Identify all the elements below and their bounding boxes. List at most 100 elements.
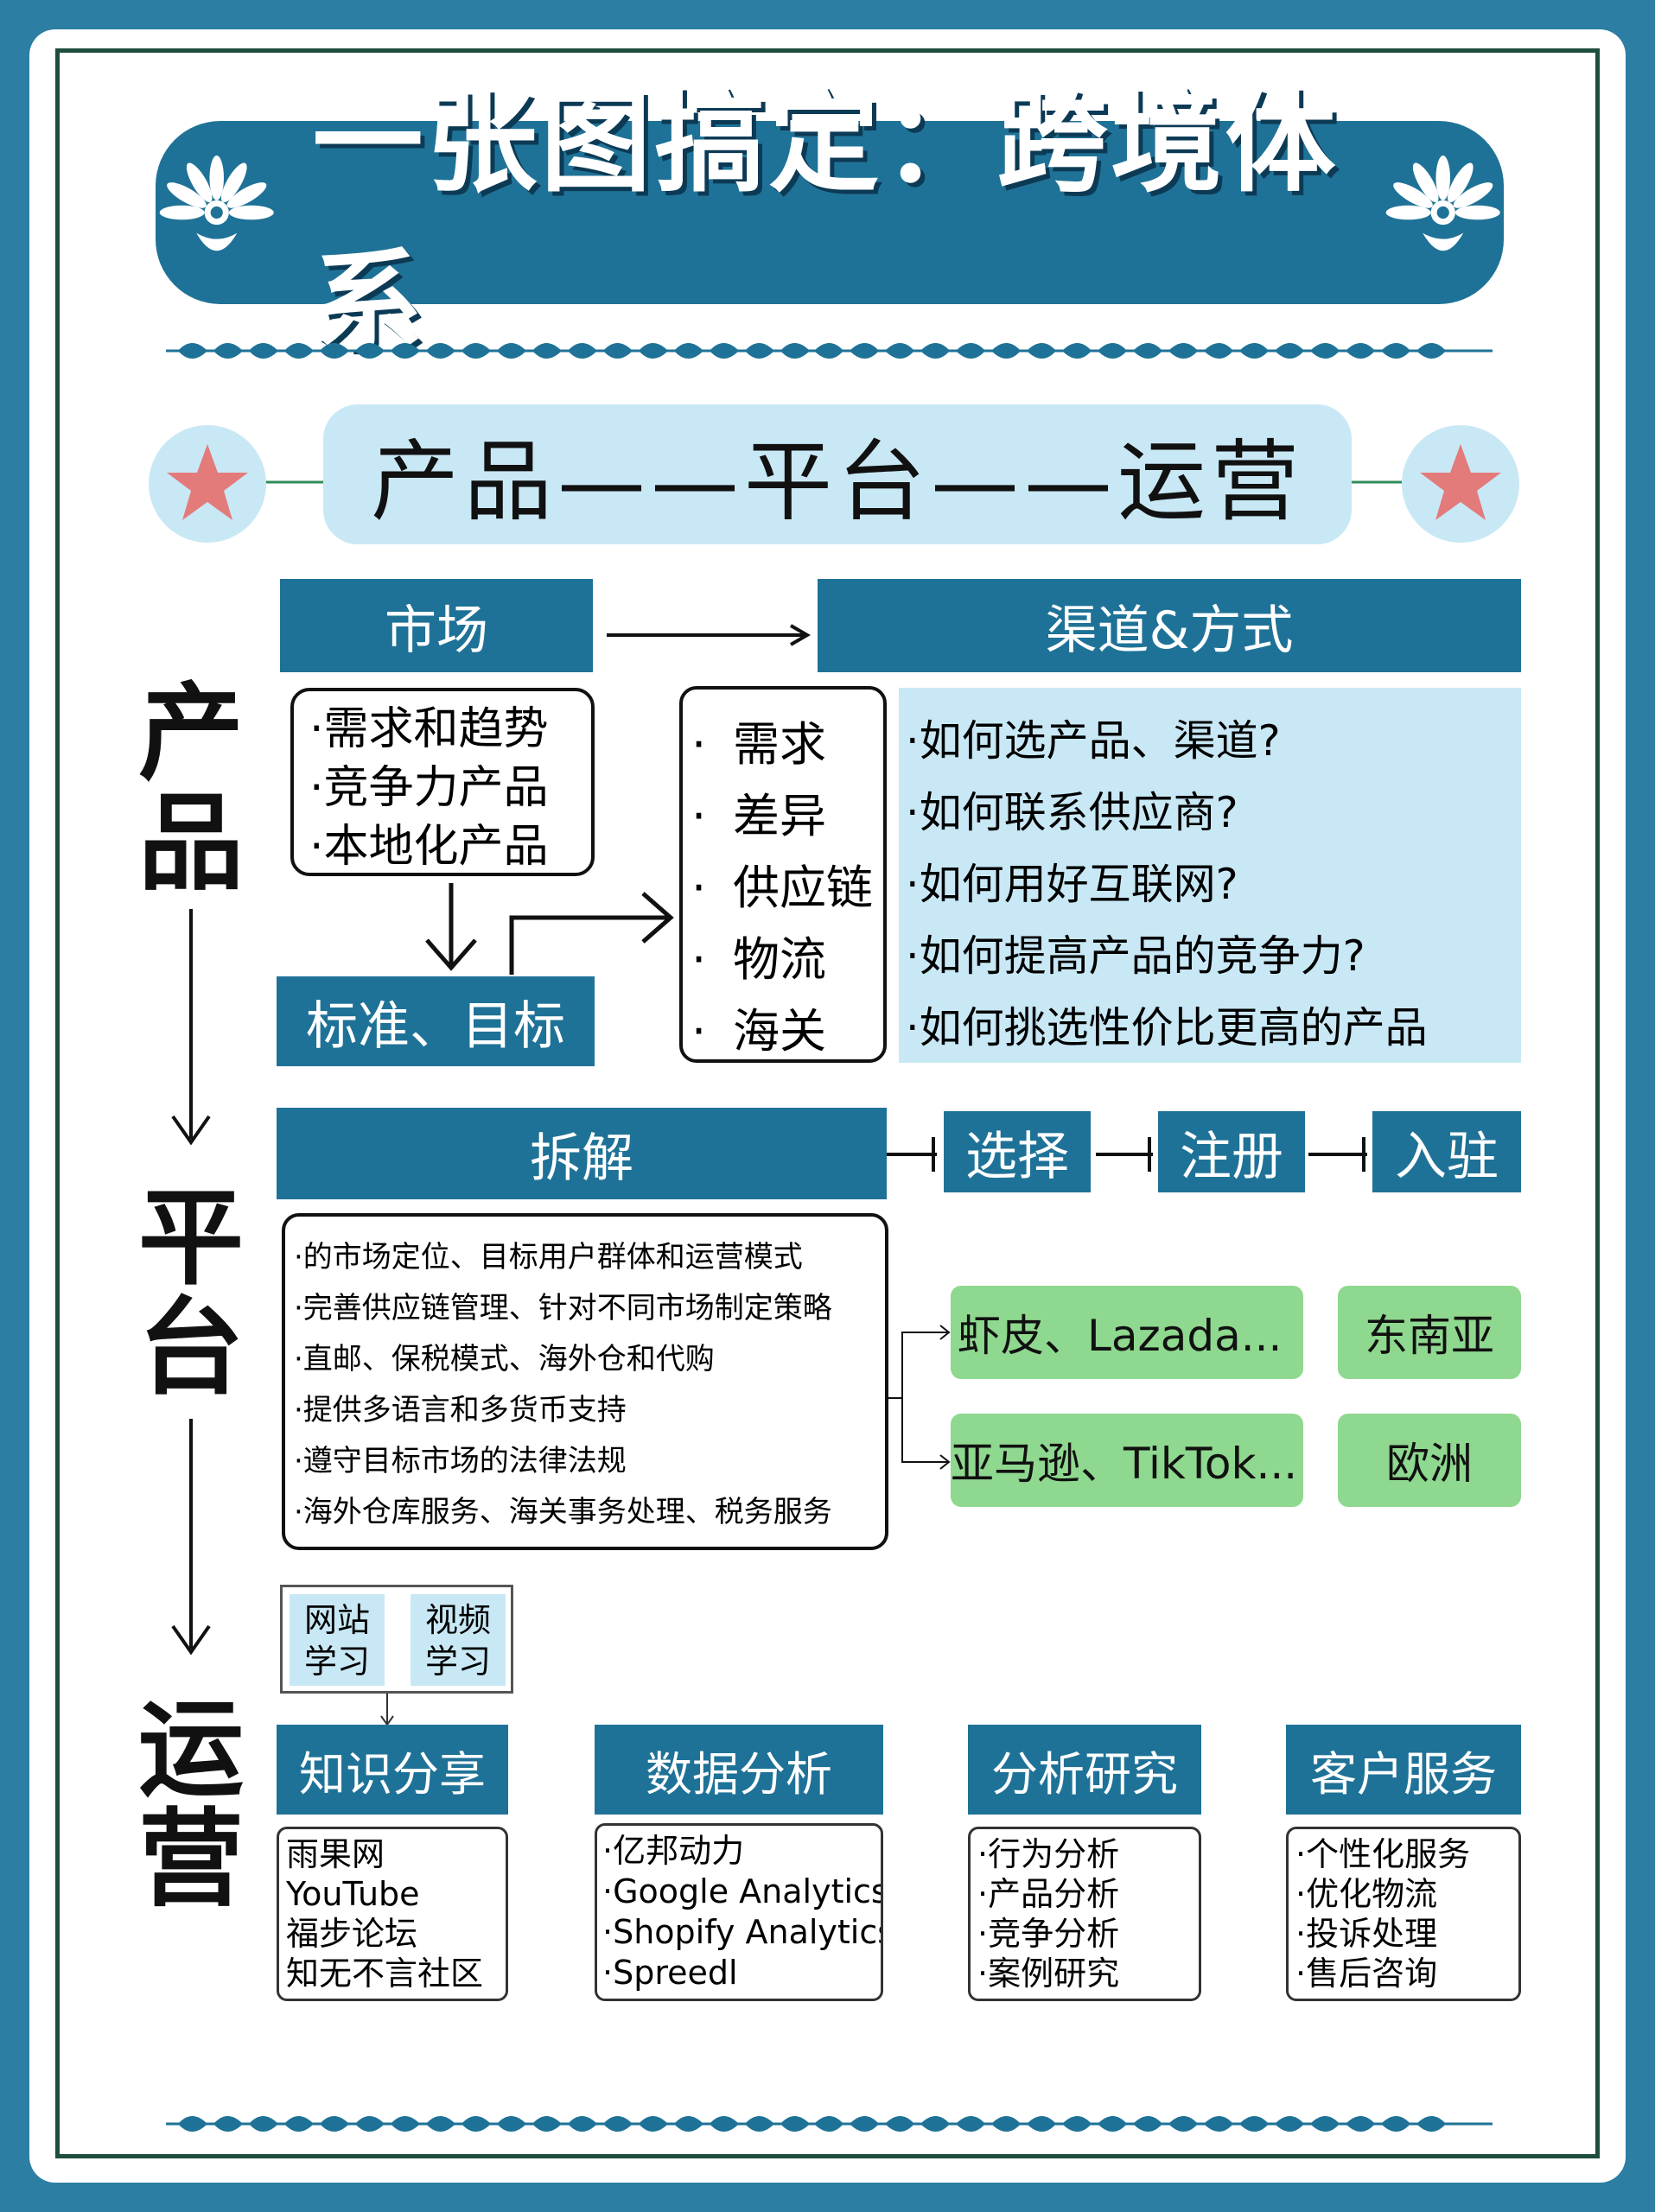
leaf-icon: [1133, 2116, 1162, 2132]
leaf-icon: [1310, 343, 1340, 359]
leaf-icon: [710, 2116, 739, 2132]
leaf-icon: [1381, 2116, 1410, 2132]
leaf-icon: [1275, 343, 1304, 359]
video-learning: 视频 学习: [411, 1594, 506, 1686]
leaf-icon: [956, 343, 985, 359]
leaf-icon: [426, 343, 455, 359]
leaf-icon: [1062, 2116, 1092, 2132]
leaf-icon: [710, 343, 739, 359]
leaf-icon: [1098, 2116, 1127, 2132]
leaf-icon: [956, 2116, 985, 2132]
leaf-icon: [568, 343, 597, 359]
leaf-icon: [1416, 343, 1446, 359]
leaf-icon: [920, 2116, 950, 2132]
leaf-icon: [603, 343, 633, 359]
star-icon: [1420, 444, 1501, 520]
leaf-icon: [1027, 2116, 1056, 2132]
leaf-icon: [497, 2116, 526, 2132]
website-learning: 网站 学习: [290, 1594, 385, 1686]
leaf-icon: [603, 2116, 633, 2132]
market-items-box: ·需求和趋势 ·竞争力产品 ·本地化产品: [290, 688, 595, 876]
leaf-icon: [461, 2116, 491, 2132]
vine-divider-top: [166, 343, 1493, 359]
flower-icon: [1385, 155, 1500, 251]
factor-item: ·差异: [691, 789, 826, 843]
leaf-icon: [1168, 2116, 1198, 2132]
leaf-icon: [355, 2116, 385, 2132]
standard-target-box: 标准、目标: [277, 976, 595, 1066]
inner-frame: [55, 48, 1600, 2158]
leaf-icon: [1346, 2116, 1375, 2132]
platform-example-southeast-asia: 虾皮、Lazada...: [951, 1286, 1303, 1379]
leaf-icon: [1310, 2116, 1340, 2132]
leaf-icon: [391, 2116, 420, 2132]
data-analysis-list: ·亿邦动力 ·Google Analytics ·Shopify Analyti…: [595, 1823, 883, 2001]
leaf-icon: [568, 2116, 597, 2132]
factors-box: ·需求 ·差异 ·供应链 ·物流 ·海关: [679, 686, 887, 1063]
leaf-icon: [1346, 343, 1375, 359]
leaf-icon: [249, 2116, 278, 2132]
side-label-platform: 平台: [138, 1177, 244, 1409]
leaf-icon: [850, 343, 879, 359]
leaf-icon: [532, 2116, 562, 2132]
leaf-icon: [1239, 2116, 1269, 2132]
leaf-icon: [1098, 343, 1127, 359]
leaf-icon: [249, 343, 278, 359]
market-label-box: 市场: [280, 579, 593, 672]
questions-panel: ·如何选产品、渠道? ·如何联系供应商? ·如何用好互联网? ·如何提高产品的竞…: [899, 688, 1521, 1063]
leaf-icon: [639, 2116, 668, 2132]
category-customer-service: 客户服务: [1286, 1725, 1521, 1815]
breakdown-label-box: 拆解: [277, 1108, 887, 1199]
leaf-icon: [391, 343, 420, 359]
leaf-icon: [426, 2116, 455, 2132]
category-knowledge-sharing: 知识分享: [277, 1725, 508, 1815]
star-badge-left: [149, 425, 266, 543]
leaf-icon: [1204, 2116, 1233, 2132]
leaf-icon: [1275, 2116, 1304, 2132]
star-icon: [167, 444, 248, 520]
leaf-icon: [461, 343, 491, 359]
leaf-icon: [814, 343, 843, 359]
leaf-icon: [920, 343, 950, 359]
leaf-icon: [213, 2116, 243, 2132]
leaf-icon: [991, 2116, 1021, 2132]
leaf-icon: [213, 343, 243, 359]
leaf-icon: [284, 343, 314, 359]
leaf-icon: [1239, 343, 1269, 359]
learning-box: 网站 学习 视频 学习: [280, 1585, 513, 1694]
leaf-icon: [745, 2116, 774, 2132]
platform-details-box: ·的市场定位、目标用户群体和运营模式 ·完善供应链管理、针对不同市场制定策略 ·…: [282, 1213, 888, 1550]
analysis-research-list: ·行为分析 ·产品分析 ·竞争分析 ·案例研究: [968, 1827, 1201, 2001]
leaf-icon: [1204, 343, 1233, 359]
step-select-box: 选择: [944, 1111, 1091, 1192]
flower-icon: [159, 155, 274, 251]
leaf-icon: [885, 343, 914, 359]
leaf-icon: [284, 2116, 314, 2132]
leaf-icon: [814, 2116, 843, 2132]
factor-item: ·物流: [691, 932, 826, 987]
factor-item: ·海关: [691, 1004, 826, 1058]
region-southeast-asia: 东南亚: [1338, 1286, 1521, 1379]
leaf-icon: [1168, 343, 1198, 359]
channel-label-box: 渠道&方式: [818, 579, 1521, 672]
subtitle: 产品——平台——运营: [371, 430, 1304, 534]
leaf-icon: [355, 343, 385, 359]
leaf-icon: [674, 343, 703, 359]
leaf-icon: [178, 2116, 207, 2132]
factor-item: ·需求: [691, 717, 826, 772]
leaf-icon: [320, 343, 349, 359]
leaf-icon: [178, 343, 207, 359]
leaf-icon: [745, 343, 774, 359]
category-data-analysis: 数据分析: [595, 1725, 883, 1815]
side-label-product: 产品: [138, 672, 244, 905]
subtitle-banner: 产品——平台——运营: [323, 404, 1352, 544]
leaf-icon: [1381, 343, 1410, 359]
leaf-icon: [639, 343, 668, 359]
leaf-icon: [497, 343, 526, 359]
category-analysis-research: 分析研究: [968, 1725, 1201, 1815]
region-europe: 欧洲: [1338, 1414, 1521, 1507]
leaf-icon: [320, 2116, 349, 2132]
step-register-box: 注册: [1158, 1111, 1305, 1192]
leaf-icon: [1133, 343, 1162, 359]
leaf-icon: [850, 2116, 879, 2132]
